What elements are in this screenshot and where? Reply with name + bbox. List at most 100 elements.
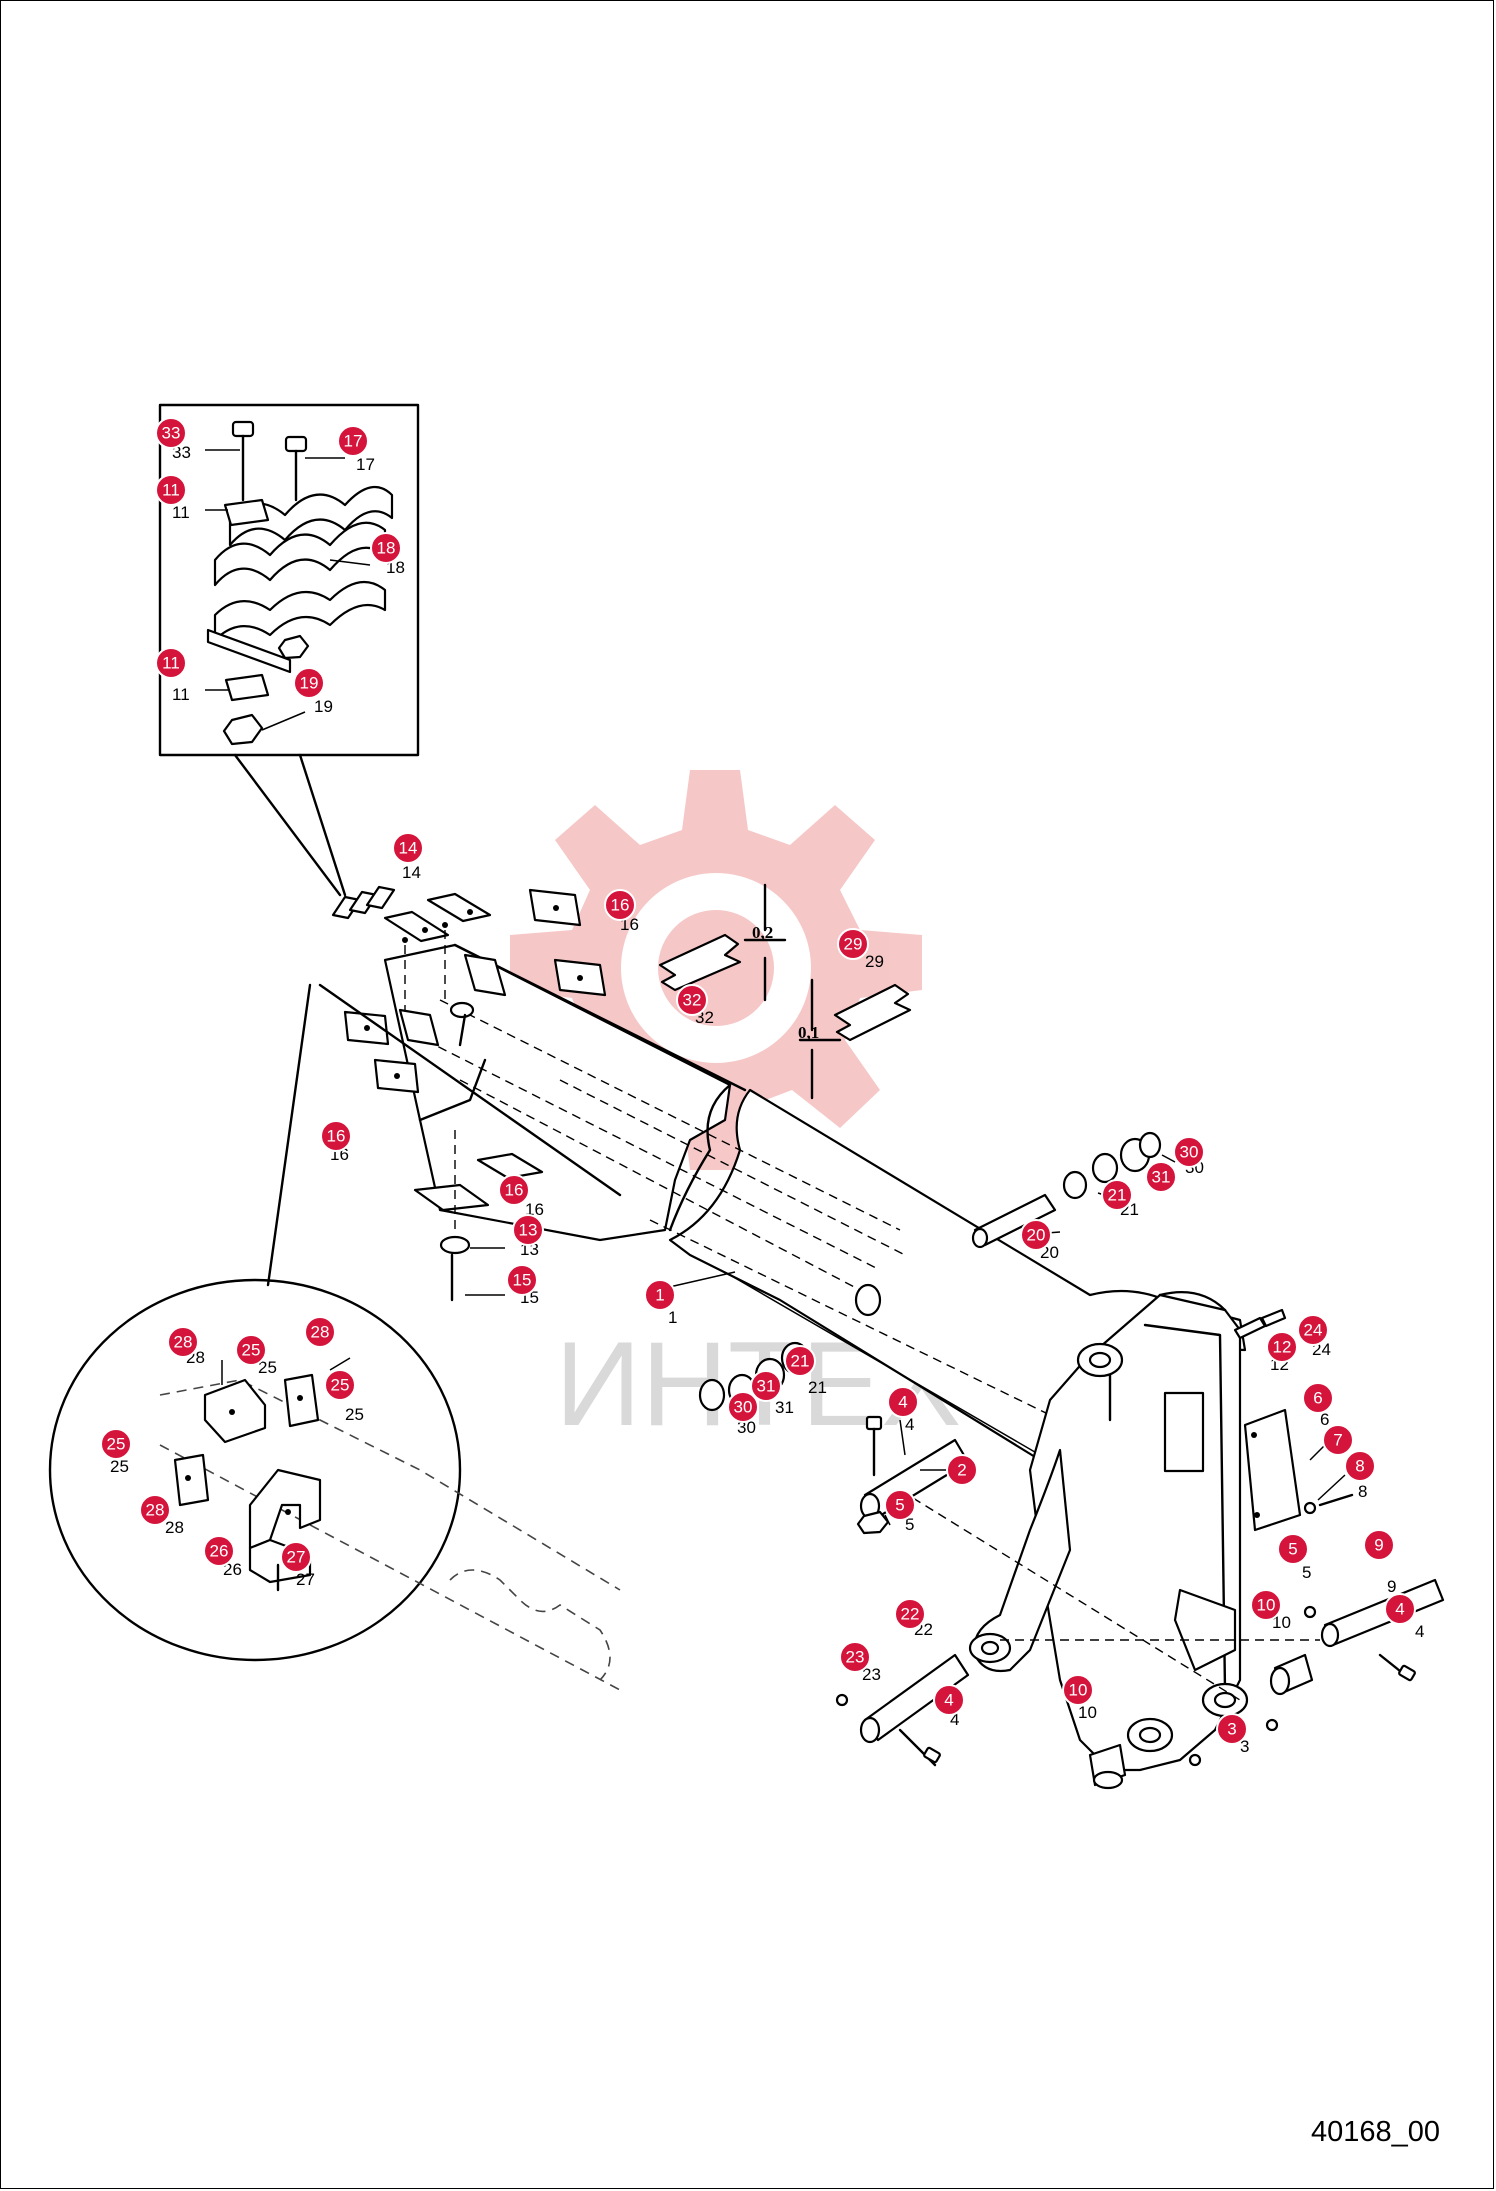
hotspot-marker[interactable]: 28 <box>304 1316 336 1348</box>
boom-knuckle <box>968 1291 1302 1772</box>
callout-label: 4 <box>905 1415 914 1434</box>
svg-text:7: 7 <box>1333 1431 1342 1450</box>
hotspot-marker[interactable]: 30 <box>1173 1136 1205 1168</box>
svg-text:10: 10 <box>1257 1596 1276 1615</box>
callout-label: 31 <box>775 1398 794 1417</box>
svg-text:21: 21 <box>1108 1186 1127 1205</box>
hotspot-marker[interactable]: 12 <box>1266 1331 1298 1363</box>
callout-label: 5 <box>1302 1563 1311 1582</box>
hotspot-marker[interactable]: 18 <box>370 532 402 564</box>
svg-text:28: 28 <box>146 1501 165 1520</box>
hotspot-marker[interactable]: 17 <box>337 425 369 457</box>
svg-text:29: 29 <box>844 935 863 954</box>
callout-label: 4 <box>1415 1622 1424 1641</box>
hotspot-marker[interactable]: 32 <box>676 984 708 1016</box>
wear-pads <box>343 888 607 1302</box>
hotspot-marker[interactable]: 5 <box>884 1489 916 1521</box>
svg-text:30: 30 <box>734 1398 753 1417</box>
callout-label: 5 <box>905 1515 914 1534</box>
svg-text:26: 26 <box>210 1542 229 1561</box>
hotspot-marker[interactable]: 19 <box>293 667 325 699</box>
svg-text:25: 25 <box>331 1376 350 1395</box>
hotspot-marker[interactable]: 4 <box>887 1386 919 1418</box>
callout-label: 26 <box>223 1560 242 1579</box>
svg-text:23: 23 <box>846 1648 865 1667</box>
svg-text:2: 2 <box>957 1461 966 1480</box>
callout-label: 14 <box>402 863 421 882</box>
callout-label: 1 <box>668 1308 677 1327</box>
hotspot-marker[interactable]: 6 <box>1302 1382 1334 1414</box>
hotspot-marker[interactable]: 28 <box>167 1326 199 1358</box>
hotspot-marker[interactable]: 2 <box>946 1454 978 1486</box>
hotspot-marker[interactable]: 25 <box>100 1428 132 1460</box>
callout-label: 25 <box>110 1457 129 1476</box>
hotspot-marker[interactable]: 25 <box>235 1334 267 1366</box>
svg-text:14: 14 <box>399 839 418 858</box>
svg-text:28: 28 <box>174 1333 193 1352</box>
callout-label: 10 <box>1078 1703 1097 1722</box>
hotspot-marker[interactable]: 16 <box>498 1174 530 1206</box>
hotspot-marker[interactable]: 4 <box>933 1684 965 1716</box>
hotspot-marker[interactable]: 16 <box>604 889 636 921</box>
svg-text:28: 28 <box>311 1323 330 1342</box>
shim-thickness-dimension: 0,2 <box>752 923 773 942</box>
hotspot-marker[interactable]: 28 <box>139 1494 171 1526</box>
hotspot-marker[interactable]: 15 <box>506 1264 538 1296</box>
svg-text:11: 11 <box>162 654 180 673</box>
callout-label: 23 <box>862 1665 881 1684</box>
callout-label: 4 <box>950 1710 959 1729</box>
hotspot-marker[interactable]: 4 <box>1384 1593 1416 1625</box>
svg-text:22: 22 <box>901 1605 920 1624</box>
callout-label: 10 <box>1272 1613 1291 1632</box>
callout-label: 17 <box>356 455 375 474</box>
hotspot-marker[interactable]: 20 <box>1020 1219 1052 1251</box>
callout-label: 3 <box>1240 1737 1249 1756</box>
callout-label: 9 <box>1387 1577 1396 1596</box>
hotspot-marker[interactable]: 31 <box>750 1370 782 1402</box>
hotspot-marker[interactable]: 3 <box>1216 1713 1248 1745</box>
detail-box-clamp <box>158 403 420 897</box>
callout-label: 27 <box>296 1570 315 1589</box>
hotspot-marker[interactable]: 1 <box>644 1279 676 1311</box>
svg-text:15: 15 <box>513 1271 532 1290</box>
hotspot-marker[interactable]: 7 <box>1322 1424 1354 1456</box>
hotspot-marker[interactable]: 8 <box>1344 1450 1376 1482</box>
hotspot-marker[interactable]: 10 <box>1250 1589 1282 1621</box>
hotspot-marker[interactable]: 29 <box>837 928 869 960</box>
svg-text:5: 5 <box>895 1496 904 1515</box>
hotspot-marker[interactable]: 21 <box>1101 1179 1133 1211</box>
svg-text:27: 27 <box>287 1548 306 1567</box>
hotspot-marker[interactable]: 10 <box>1062 1674 1094 1706</box>
hotspot-marker[interactable]: 26 <box>203 1535 235 1567</box>
hotspot-marker[interactable]: 24 <box>1297 1314 1329 1346</box>
svg-text:1: 1 <box>655 1286 664 1305</box>
hotspot-marker[interactable]: 16 <box>320 1120 352 1152</box>
hotspot-marker[interactable]: 13 <box>512 1214 544 1246</box>
callout-label: 19 <box>314 697 333 716</box>
svg-text:3: 3 <box>1227 1720 1236 1739</box>
callout-label: 29 <box>865 952 884 971</box>
shim-thickness-dimension: 0,1 <box>798 1023 819 1042</box>
hotspot-marker[interactable]: 22 <box>894 1598 926 1630</box>
hotspot-marker[interactable]: 30 <box>727 1391 759 1423</box>
hotspot-marker[interactable]: 11 <box>155 474 187 506</box>
hotspot-marker[interactable]: 11 <box>155 647 187 679</box>
hotspot-marker[interactable]: 14 <box>392 832 424 864</box>
svg-text:18: 18 <box>377 539 396 558</box>
hotspot-marker[interactable]: 33 <box>155 417 187 449</box>
callout-label: 25 <box>258 1358 277 1377</box>
hotspot-marker[interactable]: 25 <box>324 1369 356 1401</box>
svg-text:16: 16 <box>505 1181 524 1200</box>
svg-text:8: 8 <box>1355 1457 1364 1476</box>
hotspot-marker[interactable]: 23 <box>839 1641 871 1673</box>
hotspot-marker[interactable]: 9 <box>1363 1529 1395 1561</box>
drawing-number: 40168_00 <box>1310 2116 1440 2148</box>
hotspot-marker[interactable]: 21 <box>784 1345 816 1377</box>
callout-label: 11 <box>172 503 190 522</box>
hotspot-marker[interactable]: 5 <box>1277 1533 1309 1565</box>
hotspot-marker[interactable]: 27 <box>280 1541 312 1573</box>
svg-text:30: 30 <box>1180 1143 1199 1162</box>
hotspot-marker[interactable]: 31 <box>1145 1161 1177 1193</box>
